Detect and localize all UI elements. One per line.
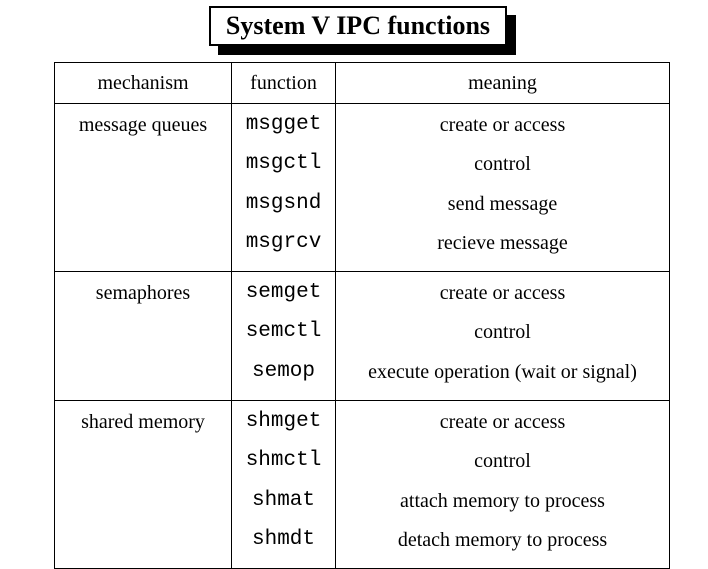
- meaning-text: create or access: [439, 411, 566, 434]
- mechanism-cell: semaphores: [55, 272, 232, 401]
- meaning-text: control: [474, 153, 531, 176]
- mechanism-name: semaphores: [95, 282, 191, 305]
- mechanism-cell: message queues: [55, 104, 232, 272]
- function-name: msgget: [245, 113, 322, 136]
- mechanism-cell: shared memory: [55, 401, 232, 569]
- meaning-cell: create or access control send message re…: [336, 104, 669, 271]
- mechanism-name: message queues: [78, 114, 208, 136]
- mechanism-name: shared memory: [81, 411, 205, 434]
- function-name: shmdt: [251, 527, 315, 551]
- header-mechanism: mechanism: [55, 63, 232, 103]
- ipc-functions-table: mechanism function meaning message queue…: [54, 62, 670, 569]
- page-title: System V IPC functions: [225, 11, 491, 40]
- meaning-text: create or access: [439, 114, 566, 136]
- function-cell: shmget shmctl shmat shmdt: [232, 401, 336, 569]
- function-name: semop: [251, 359, 315, 383]
- function-name: semctl: [245, 320, 322, 344]
- table-header-row: mechanism function meaning: [55, 63, 669, 104]
- function-name: msgctl: [245, 152, 322, 176]
- function-name: shmat: [251, 488, 315, 512]
- meaning-text: execute operation (wait or signal): [368, 360, 637, 383]
- function-cell: semget semctl semop: [232, 272, 336, 401]
- meaning-text: detach memory to process: [397, 528, 608, 551]
- function-name: shmget: [245, 410, 322, 434]
- meaning-text: control: [474, 321, 531, 344]
- meaning-text: control: [474, 450, 531, 473]
- meaning-cell: create or access control attach memory t…: [336, 401, 669, 568]
- header-function: function: [232, 63, 336, 103]
- table-row-message-queues: message queues msgget msgctl msgsnd msgr…: [55, 104, 669, 273]
- meaning-text: attach memory to process: [400, 489, 605, 512]
- table-row-shared-memory: shared memory shmget shmctl shmat shmdt …: [55, 401, 669, 569]
- table-row-semaphores: semaphores semget semctl semop create or…: [55, 272, 669, 402]
- meaning-text: send message: [447, 192, 558, 215]
- function-name: semget: [245, 281, 322, 305]
- function-name: msgsnd: [245, 191, 322, 215]
- function-cell: msgget msgctl msgsnd msgrcv: [232, 104, 336, 272]
- meaning-text: recieve message: [437, 231, 568, 254]
- title-box: System V IPC functions: [209, 6, 507, 46]
- meaning-text: create or access: [439, 282, 566, 305]
- header-meaning: meaning: [468, 71, 537, 94]
- function-name: msgrcv: [245, 230, 322, 254]
- meaning-cell: create or access control execute operati…: [336, 272, 669, 400]
- function-name: shmctl: [245, 449, 322, 473]
